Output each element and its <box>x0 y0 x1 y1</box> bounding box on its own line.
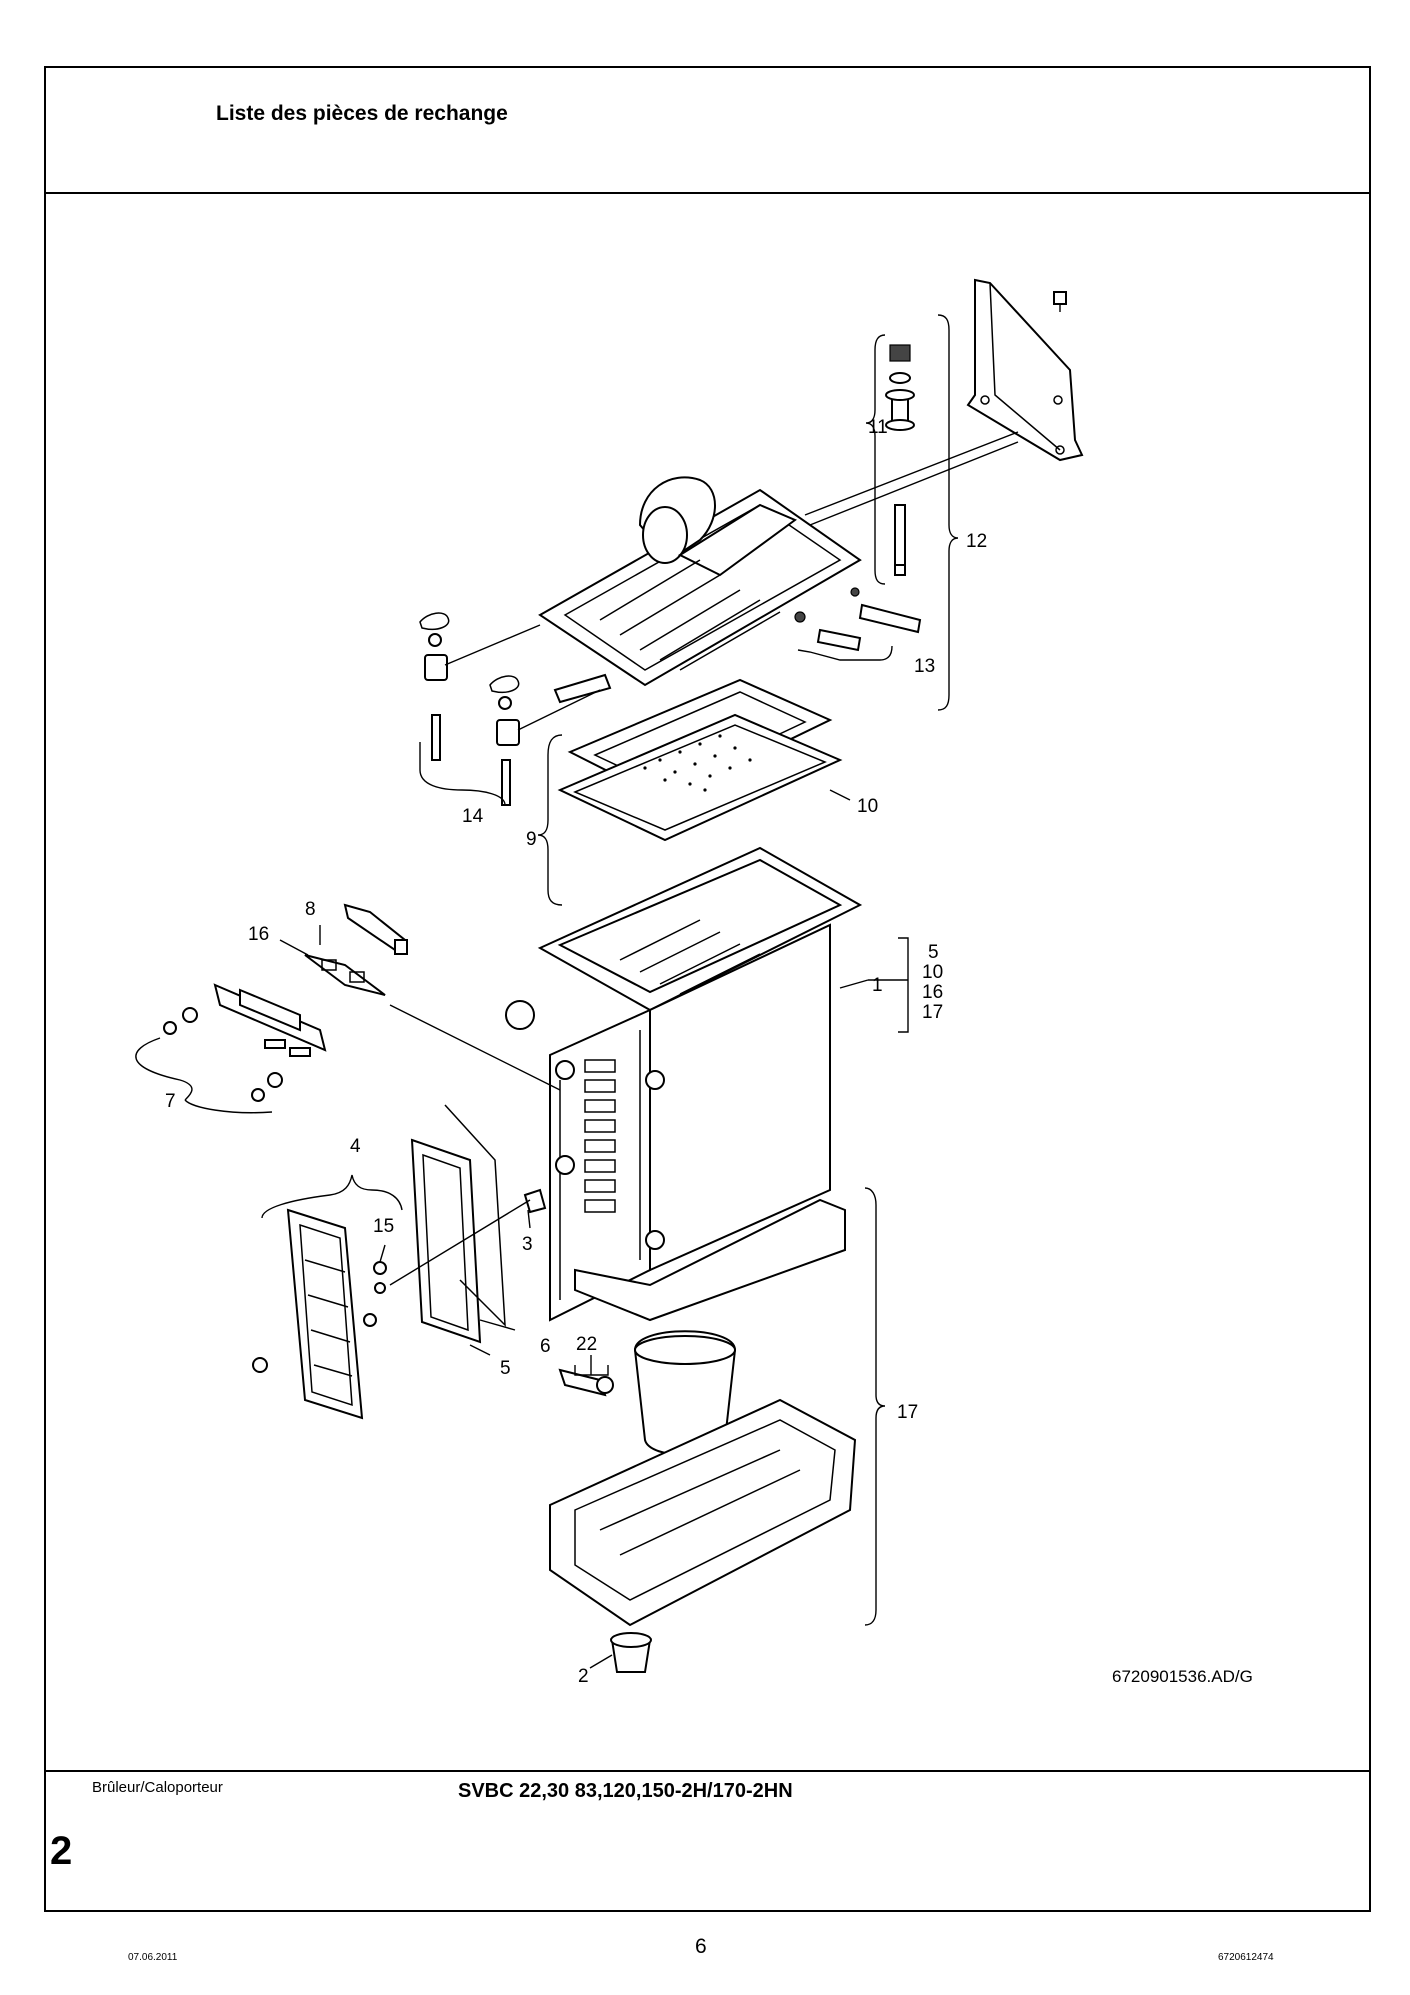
section-number: 2 <box>50 1829 73 1873</box>
callout-22: 22 <box>576 1334 597 1355</box>
callout-14: 14 <box>462 806 484 827</box>
callout-1: 1 <box>872 975 883 996</box>
page-title: Liste des pièces de rechange <box>216 102 508 125</box>
wall-bracket <box>966 278 1084 462</box>
callout-6: 6 <box>540 1336 551 1357</box>
print-date: 07.06.2011 <box>128 1952 178 1963</box>
figure-reference: 6720901536.AD/G <box>1112 1667 1253 1686</box>
footer-divider <box>44 1770 1371 1772</box>
fan-burner-assembly <box>538 476 862 704</box>
header-divider <box>44 192 1371 194</box>
callout-4: 4 <box>350 1136 361 1157</box>
callout-8: 8 <box>305 899 316 920</box>
callout-7: 7 <box>165 1091 176 1112</box>
page-frame <box>44 66 1371 1912</box>
callout-10: 10 <box>857 796 878 817</box>
model-designation: SVBC 22,30 83,120,150-2H/170-2HN <box>458 1780 793 1802</box>
group-callout-5: 5 <box>928 942 939 963</box>
document-number: 6720612474 <box>1218 1952 1274 1963</box>
callout-9: 9 <box>526 829 537 850</box>
callout-15: 15 <box>373 1216 394 1237</box>
callout-13: 13 <box>914 656 935 677</box>
fixing-stack <box>794 344 922 652</box>
burner-plate <box>557 678 843 842</box>
inspection-cover <box>252 1104 547 1420</box>
heat-exchanger <box>505 846 863 1322</box>
fixing-clips <box>419 612 601 806</box>
page-number: 6 <box>695 1935 707 1958</box>
callout-11: 11 <box>868 417 888 438</box>
callout-12: 12 <box>966 531 987 552</box>
electrode-set <box>163 903 561 1102</box>
section-name: Brûleur/Caloporteur <box>92 1779 223 1796</box>
group-callout-10: 10 <box>922 962 943 983</box>
callout-3: 3 <box>522 1234 533 1255</box>
callout-17: 17 <box>897 1402 918 1423</box>
group-callout-17: 17 <box>922 1002 943 1023</box>
group-callout-16: 16 <box>922 982 943 1003</box>
condensate-tray <box>549 1330 857 1673</box>
callout-5: 5 <box>500 1358 511 1379</box>
callout-leaders <box>135 314 959 1669</box>
callout-2: 2 <box>578 1666 589 1687</box>
callout-labels: 11 12 13 14 9 10 8 16 1 5 10 16 17 7 4 1… <box>165 417 987 1687</box>
callout-16: 16 <box>248 924 269 945</box>
